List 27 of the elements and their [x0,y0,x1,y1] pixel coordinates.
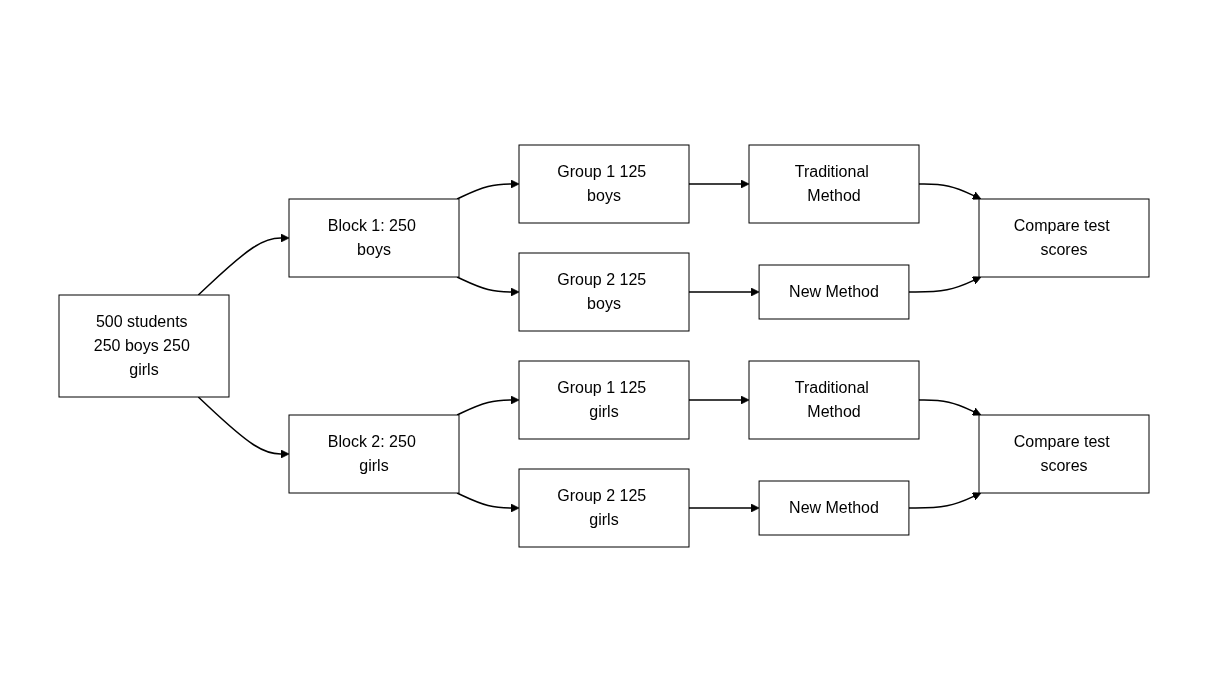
arrow [918,399,982,416]
arrow [197,396,290,459]
arrow [908,492,982,509]
arrow [918,183,982,200]
node-box: Traditional Method [748,144,920,224]
node-box: Block 2: 250 girls [288,414,460,494]
node-box: New Method [758,480,910,536]
arrow [197,233,290,296]
arrow [908,276,982,293]
node-box: Block 1: 250 boys [288,198,460,278]
node-box: Compare test scores [978,414,1150,494]
arrow [688,503,760,513]
node-box: 500 students 250 boys 250 girls [58,294,230,398]
arrow [456,276,520,297]
arrow [688,179,750,189]
arrow [688,287,760,297]
node-box: Group 1 125 girls [518,360,690,440]
node-box: Group 1 125 boys [518,144,690,224]
node-box: Group 2 125 girls [518,468,690,548]
node-box: Traditional Method [748,360,920,440]
arrow [456,492,520,513]
node-box: New Method [758,264,910,320]
arrow [456,395,520,416]
arrow [456,179,520,200]
arrow [688,395,750,405]
node-box: Compare test scores [978,198,1150,278]
node-box: Group 2 125 boys [518,252,690,332]
